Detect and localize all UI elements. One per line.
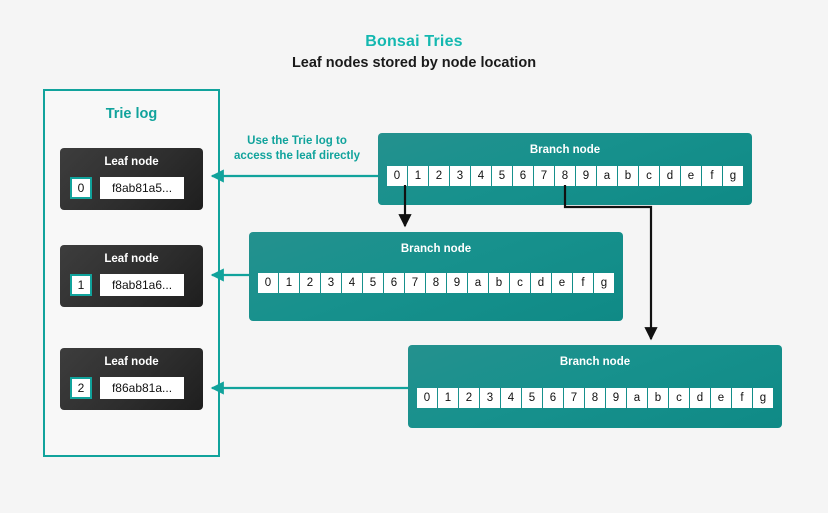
trie-log-title: Trie log	[105, 106, 158, 122]
branch-cell[interactable]: 0	[417, 388, 437, 408]
branch-cell[interactable]: 4	[471, 166, 491, 186]
leaf-node-value: f86ab81a...	[100, 377, 184, 399]
branch-cell[interactable]: g	[594, 273, 614, 293]
branch-cell[interactable]: d	[531, 273, 551, 293]
leaf-node-index: 2	[70, 377, 92, 399]
branch-cell[interactable]: 7	[534, 166, 554, 186]
branch-cell[interactable]: f	[732, 388, 752, 408]
branch-cell[interactable]: b	[648, 388, 668, 408]
annotation-line-1: Use the Trie log to	[247, 135, 347, 147]
branch-cell[interactable]: c	[639, 166, 659, 186]
branch-cell[interactable]: 4	[342, 273, 362, 293]
branch-cell[interactable]: 5	[492, 166, 512, 186]
branch-cell[interactable]: 4	[501, 388, 521, 408]
leaf-node-label: Leaf node	[104, 356, 159, 368]
branch-cell[interactable]: 1	[408, 166, 428, 186]
branch-node-label: Branch node	[529, 144, 601, 156]
branch-cell[interactable]: 6	[543, 388, 563, 408]
branch-cell[interactable]: d	[660, 166, 680, 186]
branch-cell[interactable]: b	[618, 166, 638, 186]
branch-cell[interactable]: 2	[300, 273, 320, 293]
branch-cell[interactable]: g	[753, 388, 773, 408]
branch-cell[interactable]: 8	[555, 166, 575, 186]
branch-cell[interactable]: f	[573, 273, 593, 293]
leaf-node-label: Leaf node	[104, 156, 159, 168]
branch-cell[interactable]: 6	[513, 166, 533, 186]
branch-cell[interactable]: 1	[279, 273, 299, 293]
page-subtitle: Leaf nodes stored by node location	[291, 55, 537, 71]
branch-cell[interactable]: 7	[564, 388, 584, 408]
branch-cell[interactable]: 3	[450, 166, 470, 186]
branch-cell[interactable]: 7	[405, 273, 425, 293]
annotation-text: Use the Trie log to access the leaf dire…	[222, 134, 372, 164]
leaf-node-card-1[interactable]: Leaf node 1 f8ab81a6...	[60, 245, 203, 307]
branch-cell[interactable]: 8	[585, 388, 605, 408]
leaf-node-row: 2 f86ab81a...	[70, 377, 184, 399]
leaf-node-card-0[interactable]: Leaf node 0 f8ab81a5...	[60, 148, 203, 210]
branch-cell[interactable]: 5	[522, 388, 542, 408]
leaf-node-index: 1	[70, 274, 92, 296]
branch-cell[interactable]: e	[681, 166, 701, 186]
branch-cell[interactable]: 0	[387, 166, 407, 186]
branch-cell[interactable]: 2	[429, 166, 449, 186]
branch-cell[interactable]: 0	[258, 273, 278, 293]
branch-cell[interactable]: c	[669, 388, 689, 408]
branch-cell[interactable]: 8	[426, 273, 446, 293]
leaf-node-row: 0 f8ab81a5...	[70, 177, 184, 199]
leaf-node-value: f8ab81a6...	[100, 274, 184, 296]
branch-cell[interactable]: b	[489, 273, 509, 293]
page-title: Bonsai Tries	[365, 33, 463, 50]
branch-cell[interactable]: 1	[438, 388, 458, 408]
branch-cell[interactable]: a	[597, 166, 617, 186]
branch-cell[interactable]: 2	[459, 388, 479, 408]
branch-cell[interactable]: 3	[321, 273, 341, 293]
branch-node-label: Branch node	[400, 243, 472, 255]
leaf-node-value: f8ab81a5...	[100, 177, 184, 199]
branch-cell[interactable]: 9	[447, 273, 467, 293]
branch-cell[interactable]: 9	[606, 388, 626, 408]
leaf-node-card-2[interactable]: Leaf node 2 f86ab81a...	[60, 348, 203, 410]
leaf-node-label: Leaf node	[104, 253, 159, 265]
branch-cell[interactable]: e	[711, 388, 731, 408]
annotation-line-2: access the leaf directly	[234, 150, 360, 162]
branch-cell[interactable]: a	[627, 388, 647, 408]
branch-cell[interactable]: a	[468, 273, 488, 293]
branch-cell[interactable]: f	[702, 166, 722, 186]
branch-cell[interactable]: 6	[384, 273, 404, 293]
branch-cell[interactable]: 3	[480, 388, 500, 408]
branch-cell[interactable]: 9	[576, 166, 596, 186]
branch-cell[interactable]: d	[690, 388, 710, 408]
leaf-node-row: 1 f8ab81a6...	[70, 274, 184, 296]
branch-cell[interactable]: e	[552, 273, 572, 293]
branch-cell[interactable]: g	[723, 166, 743, 186]
leaf-node-index: 0	[70, 177, 92, 199]
branch-cell[interactable]: 5	[363, 273, 383, 293]
branch-node-label: Branch node	[559, 356, 631, 368]
branch-cell[interactable]: c	[510, 273, 530, 293]
